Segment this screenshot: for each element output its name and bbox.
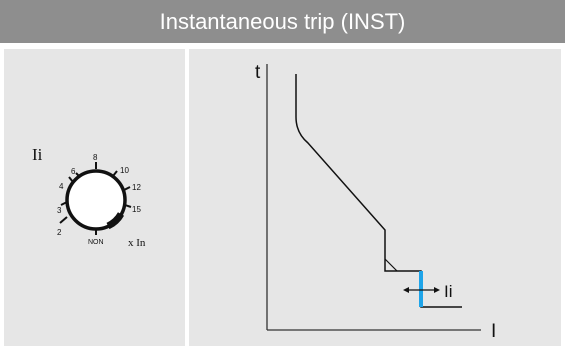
graph-axes: [266, 64, 481, 331]
x-axis-label: I: [491, 321, 496, 342]
trip-curve: [295, 74, 462, 308]
scale-label-12: 12: [132, 183, 141, 192]
scale-label-15: 15: [132, 205, 141, 214]
dial-label: Ii: [32, 145, 43, 164]
rotary-dial-icon: [65, 169, 127, 231]
scale-label-10: 10: [120, 166, 129, 175]
scale-label-3: 3: [57, 206, 62, 215]
trip-curve-overlap: [384, 258, 398, 272]
scale-label-non: NON: [88, 239, 104, 246]
dial-svg: Ii 2 3 4 6 8: [32, 145, 146, 249]
dial-unit: x In: [128, 237, 146, 249]
trip-curve-svg: t I Ii: [255, 62, 496, 342]
scale-label-8: 8: [93, 153, 98, 162]
double-arrow-icon: [403, 287, 440, 293]
dial-panel: Ii 2 3 4 6 8: [4, 49, 185, 346]
tick-2: [59, 216, 68, 224]
scale-label-4: 4: [59, 182, 64, 191]
dial-ticks: [59, 162, 132, 235]
marker-label: Ii: [444, 282, 453, 301]
trip-curve-panel: t I Ii: [189, 49, 561, 346]
tick-12: [123, 186, 131, 191]
y-axis-label: t: [255, 62, 261, 83]
scale-label-2: 2: [57, 228, 62, 237]
scale-label-6: 6: [71, 167, 76, 176]
page-title: Instantaneous trip (INST): [0, 0, 565, 43]
dial-pointer: [106, 212, 125, 230]
